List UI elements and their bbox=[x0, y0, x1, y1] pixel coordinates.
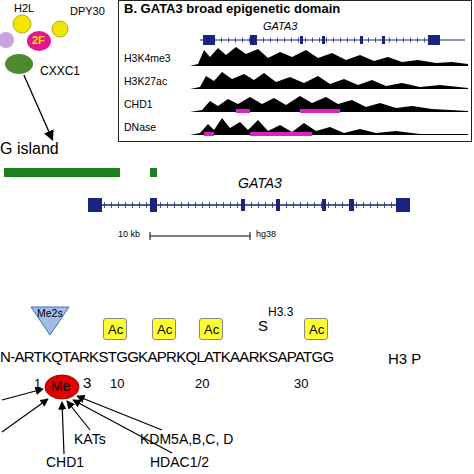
protein-subunit bbox=[52, 21, 68, 37]
peak-call-mark bbox=[204, 132, 214, 136]
protein-subunit bbox=[13, 15, 31, 33]
signal-track bbox=[190, 96, 468, 112]
ellipse-shape bbox=[27, 31, 51, 51]
gene-exon bbox=[88, 198, 102, 212]
methyl-mark-triangle: Me2s bbox=[30, 306, 70, 336]
residue-number: 20 bbox=[195, 377, 209, 391]
enzyme-name: CHD1 bbox=[46, 455, 84, 470]
acetyl-mark: Ac bbox=[304, 318, 328, 340]
node-label: 3 bbox=[83, 375, 91, 392]
gene-name: GATA3 bbox=[263, 20, 297, 32]
gene-exon bbox=[428, 35, 440, 45]
peak-call-mark bbox=[236, 109, 250, 113]
gene-name: GATA3 bbox=[238, 176, 282, 191]
subunit-name: H2L bbox=[14, 2, 34, 14]
gene-intron-line bbox=[88, 204, 410, 206]
gene-exon bbox=[203, 35, 215, 45]
residue-number: 10 bbox=[110, 377, 124, 391]
gene-exon bbox=[396, 198, 410, 212]
ellipse-outline bbox=[4, 53, 34, 75]
scale-bar bbox=[150, 236, 250, 237]
genome-build: hg38 bbox=[256, 230, 276, 240]
gene-exon bbox=[276, 199, 280, 211]
gene-exon bbox=[250, 35, 257, 45]
track-name: CHD1 bbox=[124, 99, 153, 111]
gene-exon bbox=[322, 36, 325, 44]
scale-label: 10 kb bbox=[118, 230, 140, 240]
cpg-island-bar bbox=[150, 168, 157, 177]
acetyl-mark: Ac bbox=[152, 318, 176, 340]
gene-exon bbox=[349, 199, 354, 211]
gene-intron-line bbox=[200, 39, 465, 40]
acetyl-mark: Ac bbox=[103, 318, 127, 340]
regulator-arrow bbox=[62, 402, 64, 454]
gene-exon bbox=[360, 36, 363, 44]
cpg-island-bar bbox=[4, 168, 120, 177]
histone-sequence: N-ARTKQTARKSTGGKAPRKQLATKAARKSAPATGG bbox=[0, 349, 333, 366]
node-label: Ac bbox=[108, 323, 123, 337]
regulator-arrow bbox=[67, 401, 90, 430]
signal-track bbox=[190, 72, 468, 89]
node-label: Me2s bbox=[37, 308, 63, 320]
peak-call-mark bbox=[250, 132, 312, 136]
track-name: H3K27ac bbox=[124, 76, 167, 88]
peak-call-mark bbox=[300, 109, 340, 113]
gene-exon bbox=[322, 199, 326, 211]
node-label: Me bbox=[51, 379, 70, 394]
protein-subunit: 2F bbox=[26, 30, 52, 52]
node-label: 2F bbox=[32, 34, 45, 46]
triangle-shape bbox=[31, 307, 69, 335]
track-name: H3K4me3 bbox=[124, 53, 171, 65]
subunit-name: DPY30 bbox=[70, 5, 105, 17]
gene-exon bbox=[300, 36, 303, 44]
acetyl-mark: Ac bbox=[199, 318, 223, 340]
residue-number: 1 bbox=[34, 377, 41, 391]
ellipse-shape bbox=[5, 54, 33, 74]
trimethyl-mark: Me3 bbox=[44, 374, 80, 400]
node-label: Ac bbox=[157, 323, 172, 337]
regulator-arrow bbox=[2, 399, 48, 432]
ellipse-shape bbox=[45, 375, 79, 399]
protein-subunit bbox=[0, 32, 14, 48]
scale-bar-tick bbox=[250, 232, 251, 240]
gene-exon bbox=[150, 198, 157, 212]
enzyme-name: KDM5A,B,C, D bbox=[140, 432, 233, 447]
node-label: G island bbox=[0, 140, 59, 158]
signal-track bbox=[190, 47, 468, 66]
track-name: DNase bbox=[124, 122, 156, 134]
scale-bar-tick bbox=[150, 232, 151, 240]
residue-number: 30 bbox=[294, 377, 308, 391]
node-label: Ac bbox=[204, 323, 219, 337]
enzyme-name: KATs bbox=[74, 432, 106, 447]
variant-residue: S bbox=[258, 318, 268, 335]
node-label: B. GATA3 broad epigenetic domain bbox=[124, 2, 340, 16]
node-label: CXXC1 bbox=[40, 65, 80, 78]
variant-name: H3.3 bbox=[268, 306, 293, 319]
cpg-island-bar: G island bbox=[0, 140, 122, 178]
gene-exon bbox=[382, 36, 385, 44]
protein-subunit: CXXC1 bbox=[4, 53, 34, 75]
gene-exon bbox=[241, 199, 245, 211]
signal-track bbox=[190, 118, 468, 135]
enzyme-name: HDAC1/2 bbox=[150, 455, 209, 470]
node-label: Ac bbox=[309, 323, 324, 337]
connector-arrow bbox=[24, 75, 53, 140]
histone-name: H3 P bbox=[388, 351, 421, 368]
